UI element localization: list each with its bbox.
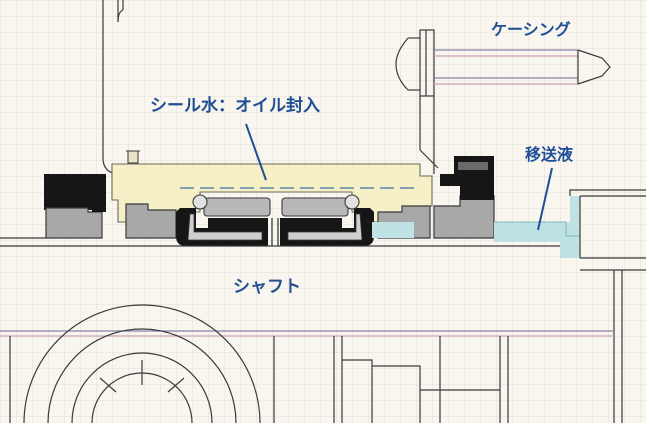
right-seal-insert	[458, 162, 488, 170]
left-seal-ring	[44, 174, 106, 210]
shaft-outline	[0, 218, 614, 337]
left-stationary-rings	[45, 203, 177, 239]
right-bellows-insert	[287, 213, 363, 241]
casing-bolt	[395, 29, 611, 174]
left-seal-lip	[92, 196, 106, 212]
lower-housing	[333, 336, 509, 423]
shaft-label: シャフト	[233, 277, 301, 297]
casing-label: ケーシング	[491, 20, 571, 39]
lower-flange	[9, 304, 275, 423]
leader-lines	[245, 123, 553, 231]
seal-water-label: シール水：オイル封入	[150, 96, 320, 116]
rotating-rings	[192, 194, 360, 217]
left-bellows-insert	[187, 213, 263, 241]
right-housing	[569, 189, 646, 423]
fill-plug	[126, 150, 140, 164]
transfer-fluid-label: 移送液	[525, 145, 574, 164]
